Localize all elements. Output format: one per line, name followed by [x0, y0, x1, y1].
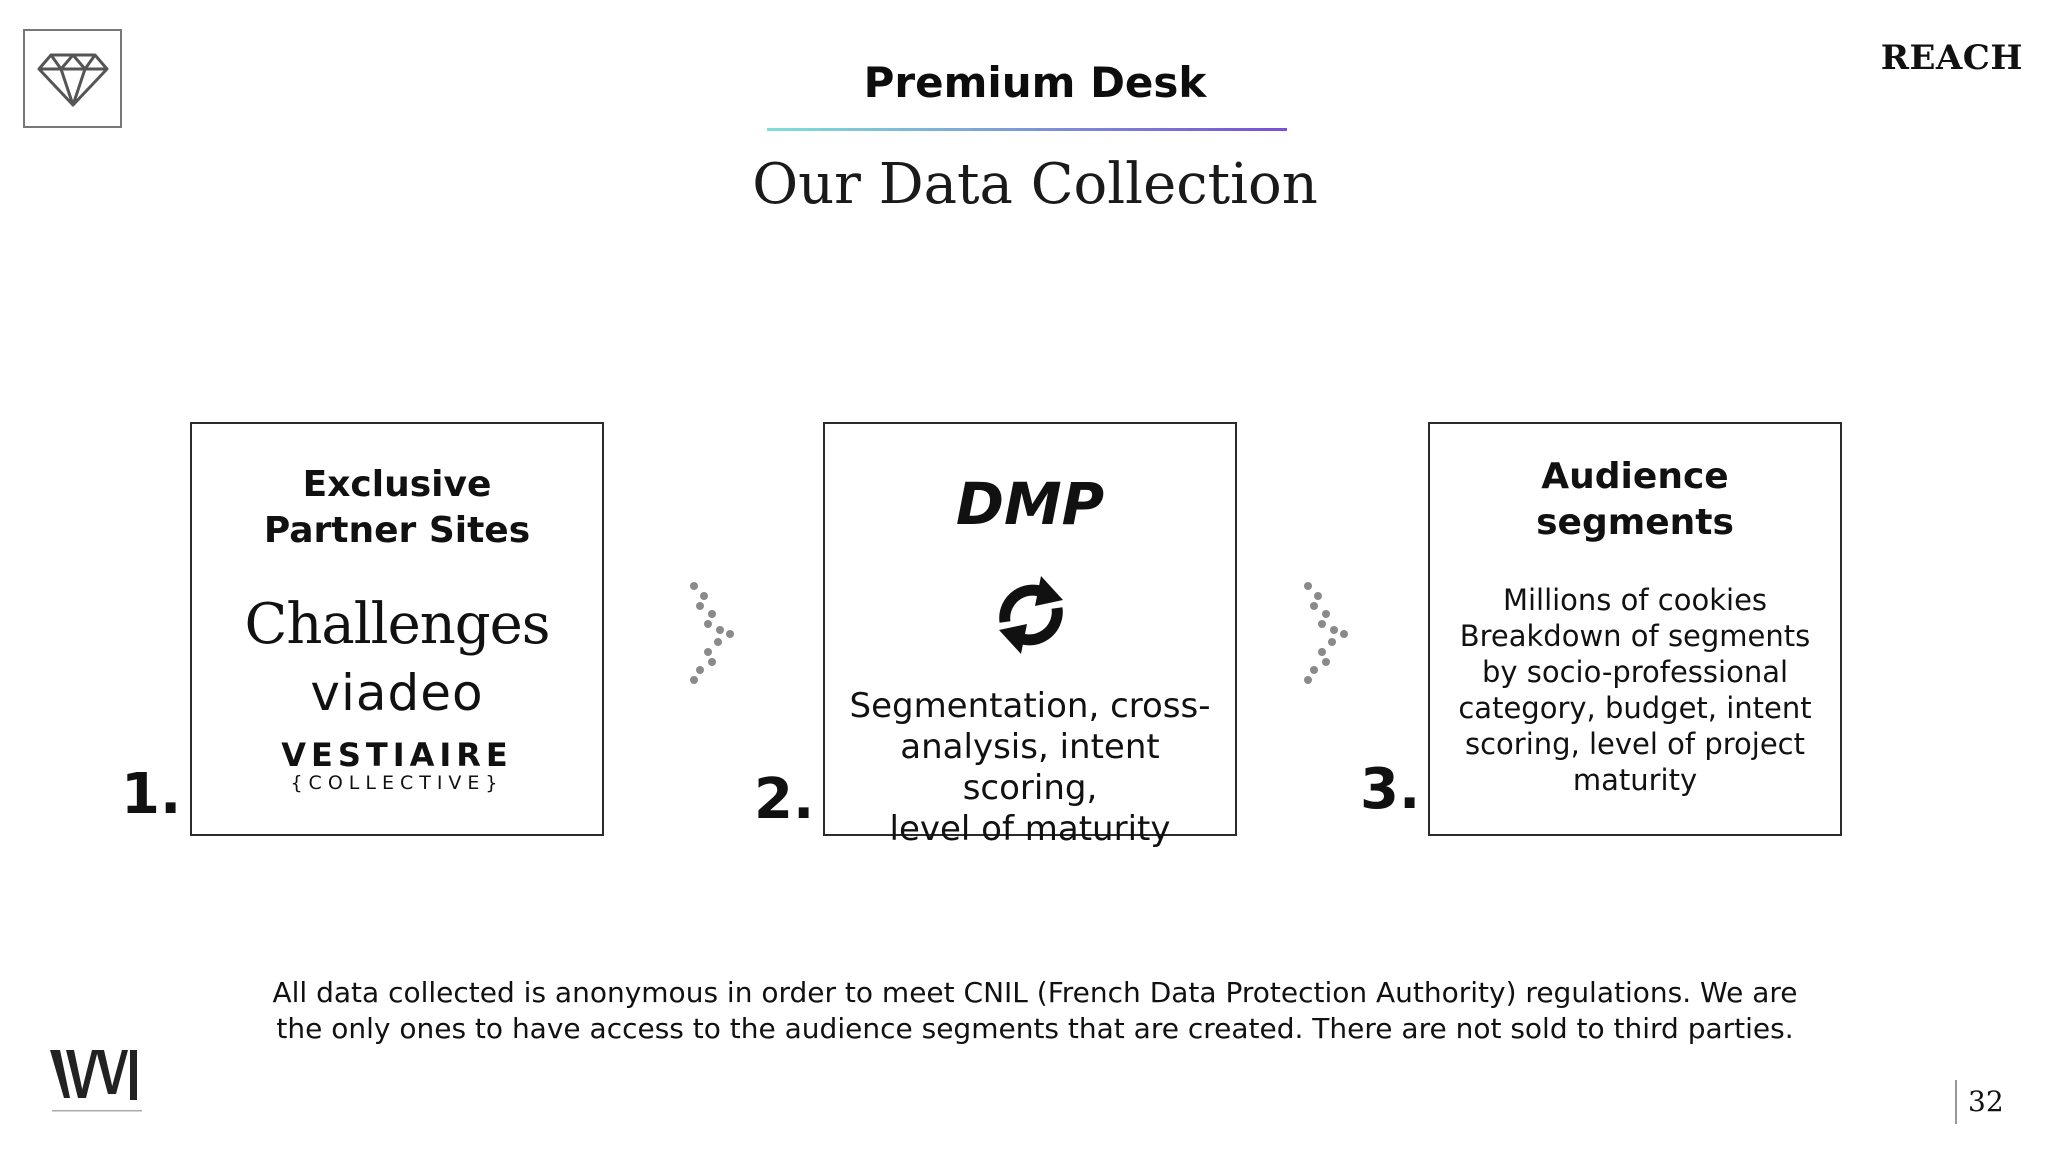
header-divider: [767, 128, 1287, 131]
vestiaire-logo: VESTIAIRE: [281, 736, 513, 774]
viadeo-logo-text: viadeo: [310, 664, 484, 722]
step-1-heading-line-2: Partner Sites: [263, 510, 531, 551]
viadeo-logo: viadeo: [192, 664, 602, 722]
step-3-description: Millions of cookies Breakdown of segment…: [1438, 582, 1832, 798]
step-1-heading-line-1: Exclusive: [302, 464, 492, 505]
step-number-2: 2.: [754, 767, 815, 832]
step-2-desc-line-3: level of maturity: [889, 809, 1171, 849]
step-box-dmp: DMP Segmentation, cross- analysis, inten…: [823, 422, 1237, 849]
step-box-audience-segments: Audience segments Millions of cookies Br…: [1428, 422, 1842, 836]
dotted-chevron-right-icon: [690, 582, 734, 684]
step-number-3: 3.: [1360, 757, 1421, 822]
footer-disclaimer: All data collected is anonymous in order…: [0, 975, 2048, 1047]
wm-partners-logo: [50, 1050, 142, 1112]
step-3-desc-line-2: Breakdown of segments: [1459, 619, 1811, 653]
step-2-desc-line-2: analysis, intent scoring,: [900, 727, 1160, 808]
challenges-logo-text: Challenges: [244, 592, 550, 657]
step-box-partner-sites: Exclusive Partner Sites Challenges viade…: [190, 422, 604, 836]
step-3-heading: Audience segments: [1430, 454, 1840, 546]
vestiaire-collective-subtext: {COLLECTIVE}: [290, 772, 504, 794]
step-2-desc-line-1: Segmentation, cross-: [849, 686, 1211, 726]
step-2-heading: DMP: [955, 470, 1105, 538]
step-3-desc-line-1: Millions of cookies: [1502, 583, 1768, 617]
footer-disclaimer-line-2: the only ones to have access to the audi…: [276, 1012, 1794, 1045]
diamond-icon: [37, 53, 108, 106]
page-title: Our Data Collection: [752, 152, 1318, 217]
step-3-desc-line-3: by socio-professional: [1481, 655, 1789, 689]
step-2-description: Segmentation, cross- analysis, intent sc…: [833, 686, 1227, 850]
step-3-desc-line-5: scoring, level of project: [1465, 727, 1805, 761]
step-3-desc-line-6: maturity: [1572, 763, 1698, 797]
diamond-badge: [23, 29, 122, 128]
step-1-heading: Exclusive Partner Sites: [192, 462, 602, 554]
step-3-heading-line-1: Audience: [1541, 456, 1729, 497]
page-number: 32: [1968, 1085, 2004, 1118]
footer-disclaimer-line-1: All data collected is anonymous in order…: [272, 976, 1798, 1009]
dotted-chevron-right-icon: [1304, 582, 1348, 684]
refresh-cycle-icon: [999, 576, 1063, 654]
page-number-divider: [1955, 1080, 1957, 1124]
challenges-logo: Challenges: [192, 592, 602, 657]
step-3-heading-line-2: segments: [1536, 502, 1734, 543]
step-3-desc-line-4: category, budget, intent: [1458, 691, 1812, 725]
brand-reach: REACH: [1880, 38, 2023, 78]
section-title: Premium Desk: [863, 58, 1207, 107]
step-number-1: 1.: [121, 762, 182, 827]
